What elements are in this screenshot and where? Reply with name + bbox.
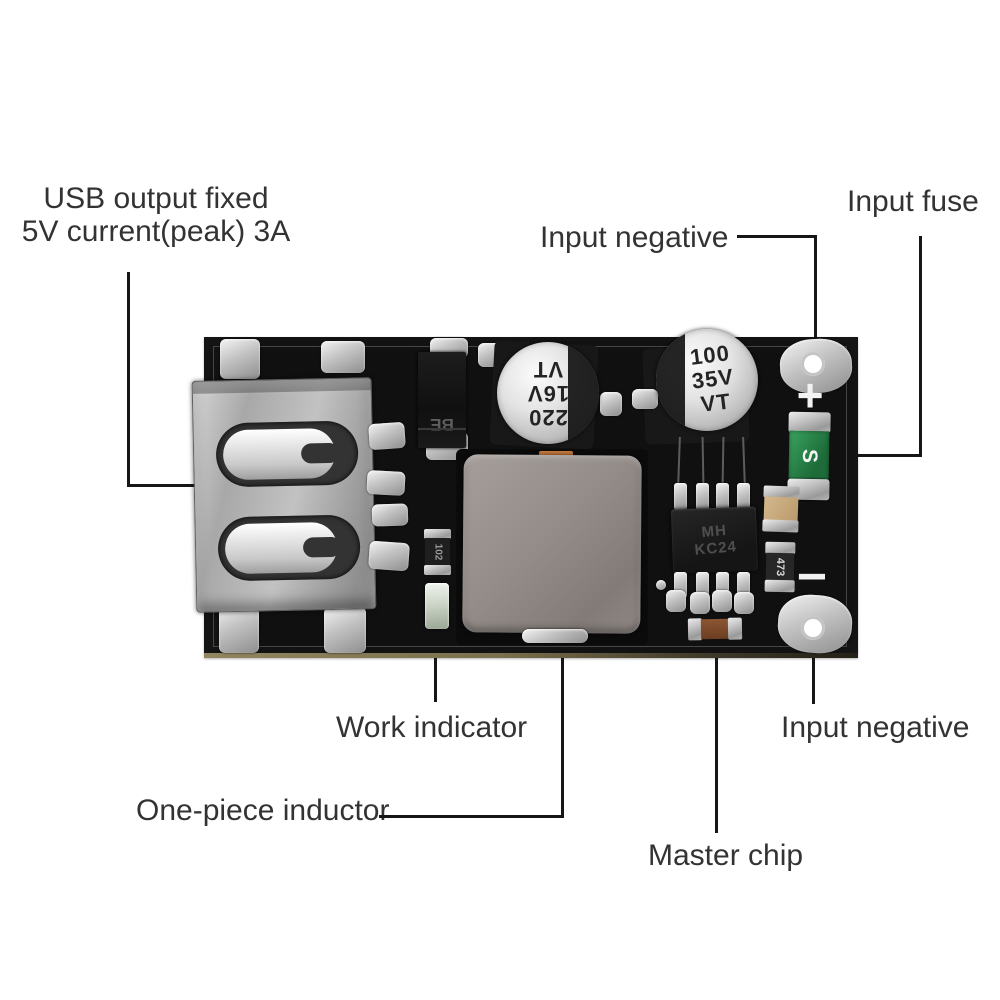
solder-pad — [600, 392, 622, 416]
usb-contact-spring — [224, 521, 342, 575]
plus-marking: + — [796, 369, 824, 421]
component-cap — [727, 617, 743, 640]
leader-input-fuse-vertical — [919, 236, 922, 457]
leader-input-negative-top-horizontal — [737, 235, 817, 238]
component-cap — [762, 519, 799, 533]
inductor-foot — [522, 629, 588, 643]
solder-blob — [712, 590, 732, 612]
solder-pad — [366, 470, 406, 496]
output-capacitor-marking: 16V — [526, 381, 570, 406]
solder-blob — [734, 592, 754, 614]
label-input-negative-top: Input negative — [540, 221, 729, 254]
usb-contact-notch — [302, 536, 342, 558]
label-one-piece-inductor: One-piece inductor — [136, 794, 390, 827]
pcb-board: BE 220 16V VT 100 35V VT — [191, 329, 858, 658]
solder-blob — [690, 592, 710, 614]
component-cap — [764, 579, 795, 593]
label-usb-output-line1: USB output fixed — [43, 182, 269, 215]
fuse-body: S — [788, 430, 830, 482]
master-chip-marking: KC24 — [693, 538, 738, 559]
capacitor-stripe — [568, 342, 599, 444]
solder-blob — [666, 590, 686, 612]
resistor-102-marking: 102 — [432, 543, 443, 561]
solder-tab — [324, 607, 366, 653]
usb-port-lip — [192, 378, 371, 394]
solder-pad — [368, 421, 406, 451]
label-usb-output-line2: 5V current(peak) 3A — [21, 215, 291, 248]
component-body — [700, 618, 730, 640]
leader-inductor-vertical — [561, 606, 564, 818]
chip-pin — [737, 483, 750, 510]
pcb-edge — [204, 653, 858, 658]
leader-usb-output-vertical — [127, 272, 130, 486]
fuse-marking: S — [797, 448, 822, 464]
mounting-hole-bottom — [801, 616, 825, 640]
output-capacitor-marking: VT — [532, 357, 564, 382]
output-capacitor-marking: 220 — [528, 405, 568, 430]
chip-pin — [696, 483, 709, 510]
output-capacitor: 220 16V VT — [497, 342, 599, 444]
component-body — [763, 496, 799, 522]
resistor-473: 473 — [764, 541, 796, 593]
usb-contact-slot — [217, 514, 361, 582]
resistor-473-marking: 473 — [773, 557, 787, 577]
minus-marking: − — [796, 548, 828, 606]
resistor-102: 102 — [424, 529, 451, 575]
chip-pin — [696, 572, 709, 598]
capacitor-stripe — [656, 329, 685, 431]
label-input-negative-bottom: Input negative — [781, 711, 970, 744]
component-body: 102 — [425, 538, 450, 566]
inductor — [462, 454, 642, 634]
label-work-indicator: Work indicator — [336, 711, 528, 744]
leader-input-fuse-horizontal — [828, 454, 922, 457]
solder-tab — [220, 339, 260, 379]
diode-marking: BE — [430, 415, 454, 434]
chip-pin — [716, 483, 729, 510]
input-capacitor: 100 35V VT — [656, 329, 758, 431]
solder-dot — [656, 580, 666, 590]
component-cap — [424, 565, 451, 575]
component-cap — [424, 529, 451, 539]
leader-input-negative-bottom — [812, 627, 815, 704]
leader-input-negative-top-vertical — [814, 235, 817, 359]
leader-master-chip — [715, 551, 718, 833]
diode: BE — [418, 352, 466, 448]
label-master-chip: Master chip — [648, 839, 804, 872]
label-input-fuse: Input fuse — [847, 185, 979, 218]
usb-contact-slot — [215, 420, 359, 488]
label-usb-output: USB output fixed 5V current(peak) 3A — [20, 182, 292, 248]
solder-pad — [368, 540, 410, 572]
usb-port — [191, 377, 377, 613]
mounting-hole-top — [801, 352, 825, 376]
master-chip: MH KC24 — [670, 506, 759, 574]
usb-contact-spring — [222, 427, 340, 481]
ceramic-capacitor — [762, 485, 800, 533]
solder-pad — [371, 503, 409, 527]
solder-tab — [321, 341, 365, 373]
leader-usb-output-horizontal — [127, 484, 228, 487]
solder-pad — [632, 389, 658, 409]
diode-band — [418, 428, 466, 430]
chip-pin — [737, 572, 750, 598]
component-body: 473 — [765, 552, 795, 582]
resistor-brown — [687, 617, 743, 641]
leader-inductor-horizontal — [379, 815, 564, 818]
work-indicator-led — [425, 583, 449, 629]
chip-pin — [674, 483, 687, 510]
usb-contact-notch — [300, 442, 340, 464]
